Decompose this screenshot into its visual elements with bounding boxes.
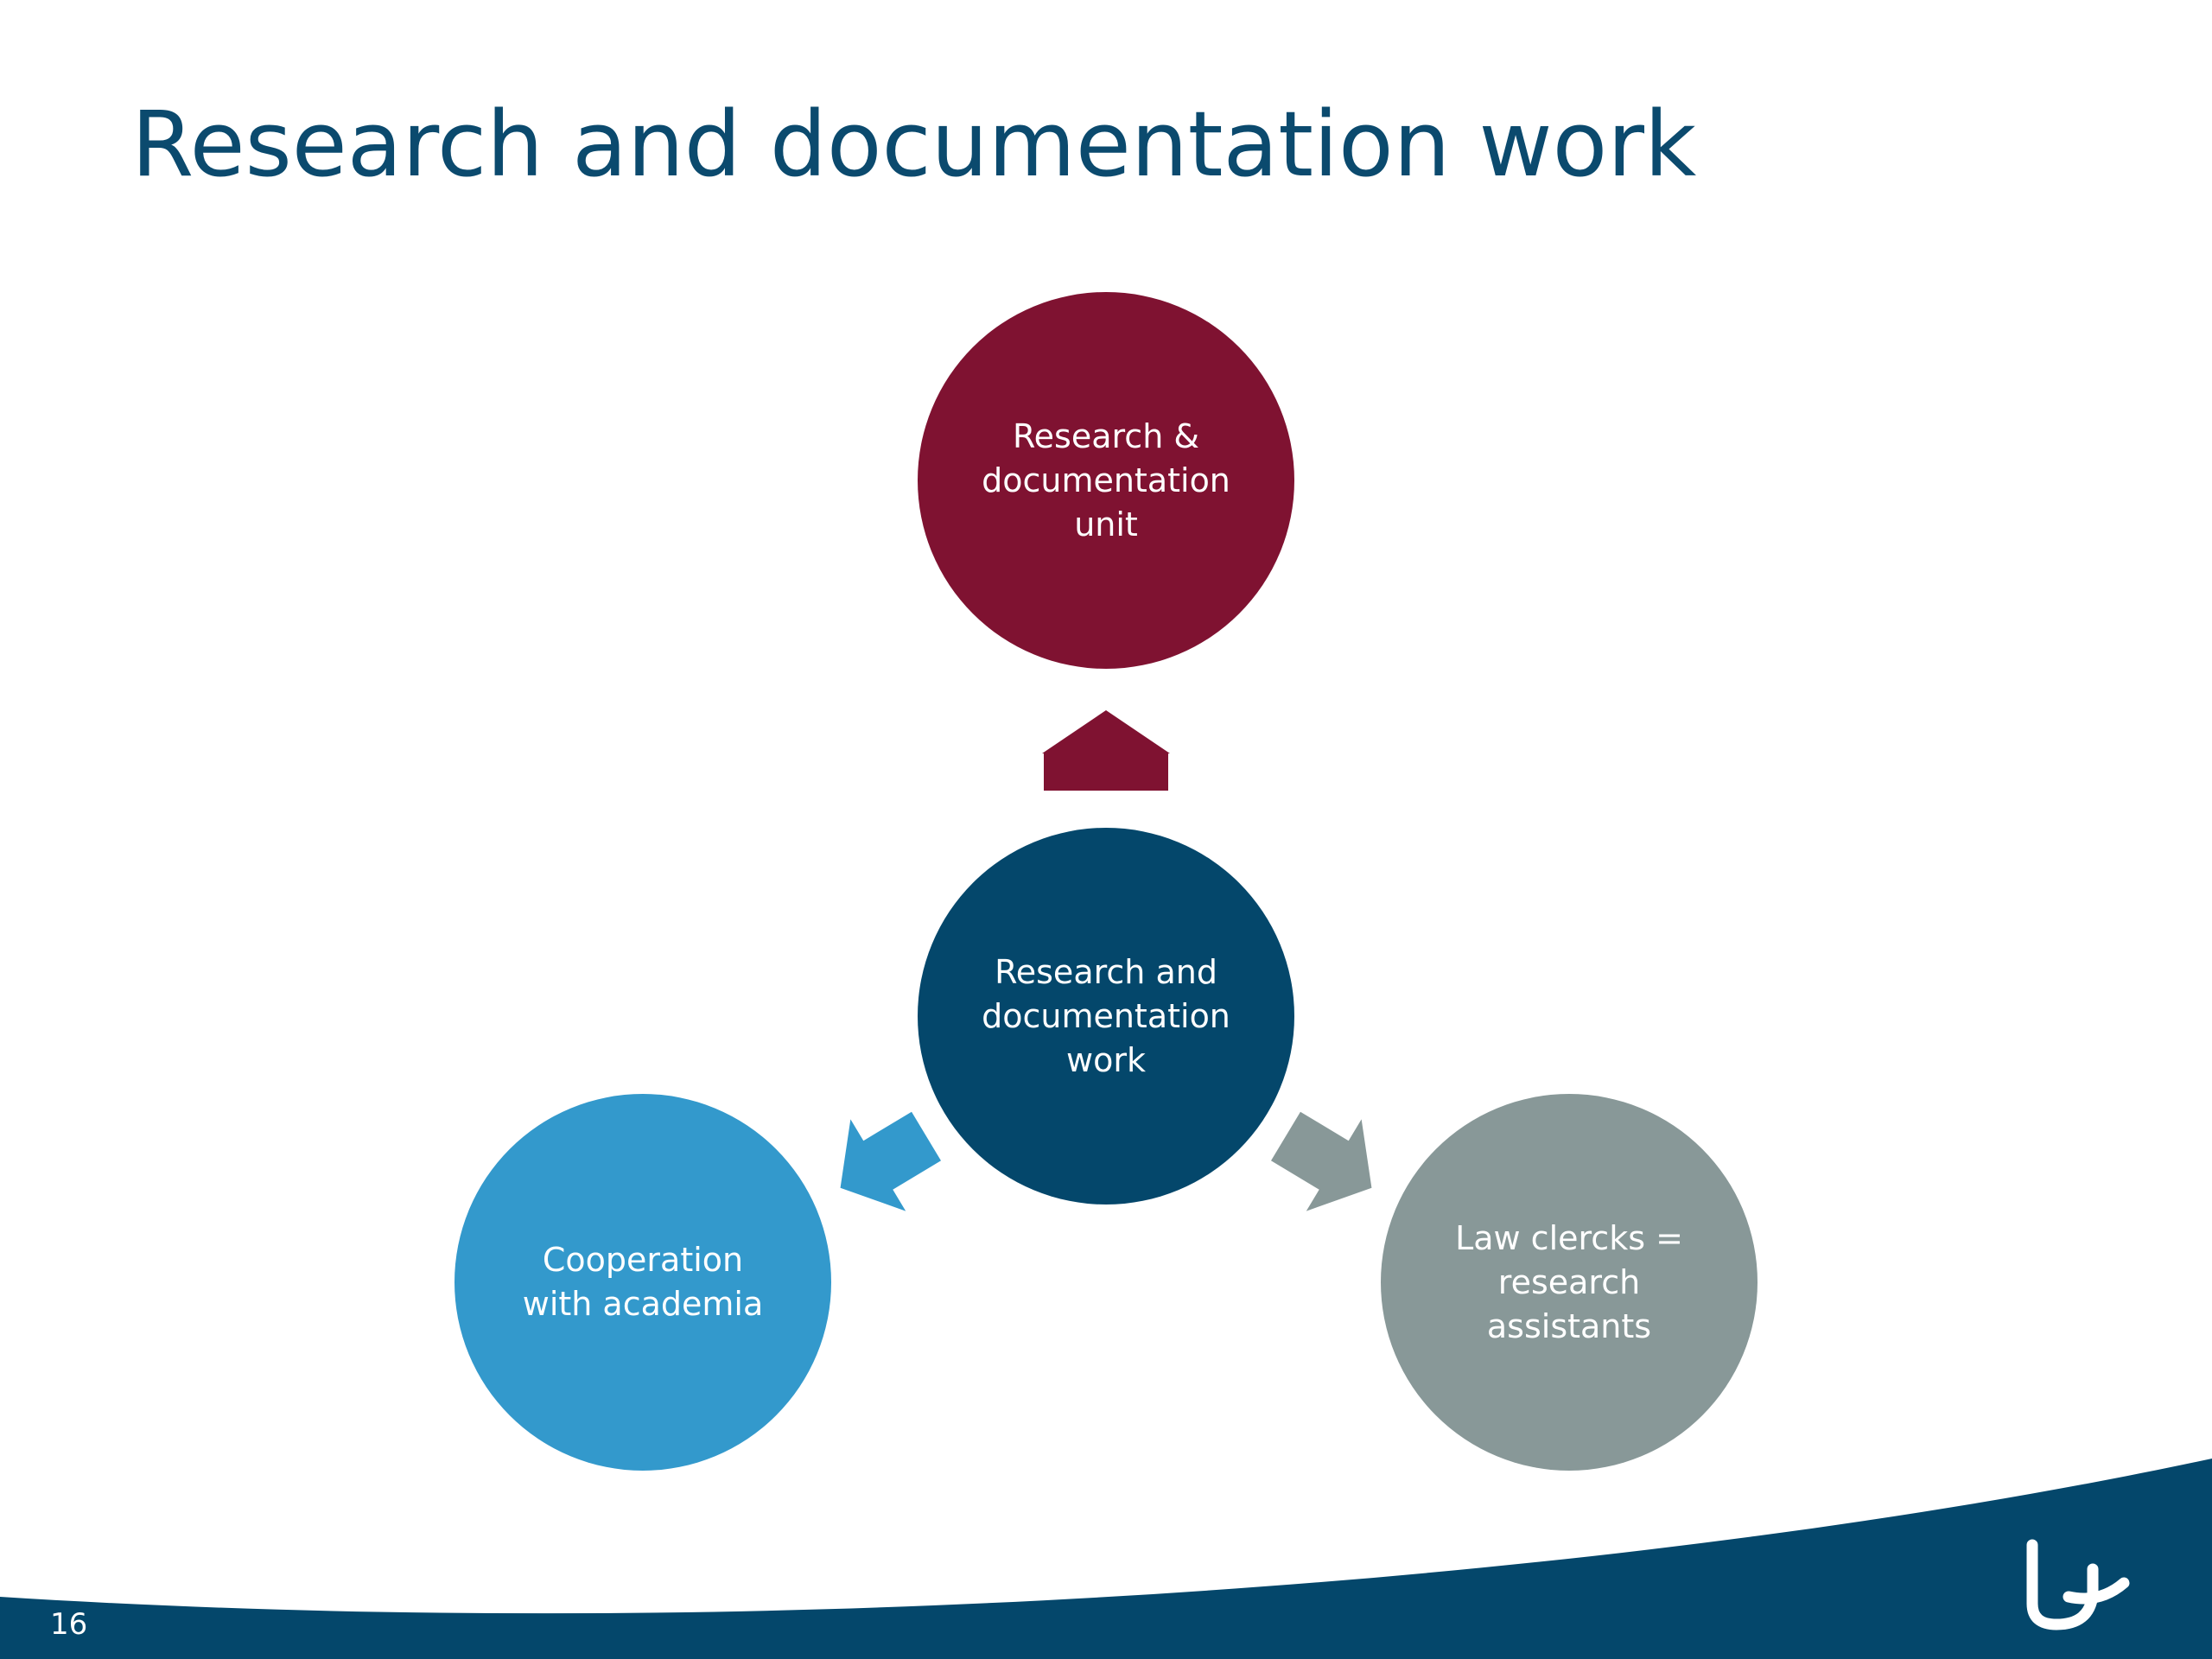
- node-research-unit: Research & documentation unit: [918, 292, 1294, 669]
- page-title: Research and documentation work: [131, 92, 1697, 197]
- node-academia: Cooperation with academia: [454, 1094, 831, 1471]
- footer-band: [0, 1459, 2212, 1659]
- node-research-work-label: Research and documentation work: [982, 952, 1230, 1079]
- node-law-clerks-label: Law clercks = research assistants: [1455, 1218, 1683, 1345]
- node-research-work: Research and documentation work: [918, 828, 1294, 1205]
- court-logo-icon: [2026, 1539, 2130, 1630]
- arrow-down-left-icon: [840, 1111, 941, 1211]
- page-number: 16: [50, 1607, 88, 1642]
- node-research-unit-label: Research & documentation unit: [982, 416, 1230, 543]
- node-law-clerks: Law clercks = research assistants: [1381, 1094, 1758, 1471]
- arrow-down-right-icon: [1271, 1111, 1372, 1211]
- node-academia-label: Cooperation with academia: [522, 1241, 764, 1323]
- arrow-up-icon: [1042, 710, 1170, 791]
